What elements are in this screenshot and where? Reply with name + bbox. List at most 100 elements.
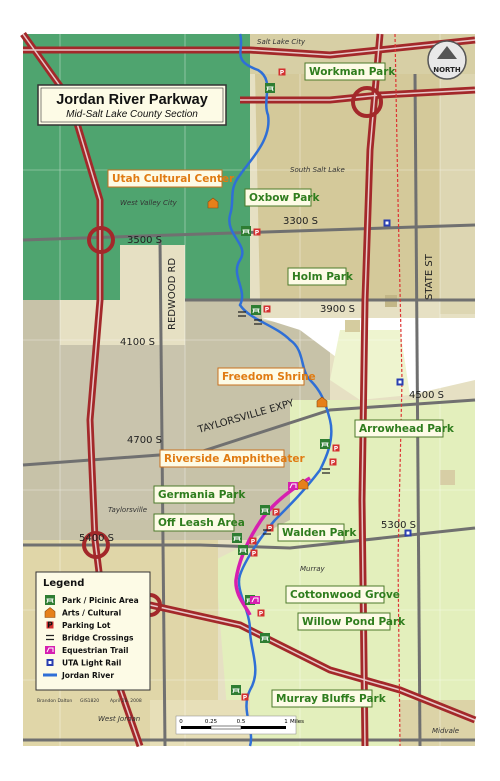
scale-tick-1: 1 (284, 719, 288, 725)
svg-text:P: P (265, 307, 270, 314)
legend-item: Arts / Cultural (44, 607, 121, 618)
park-icon-germania (260, 505, 270, 515)
parking-icon-2: P (253, 228, 261, 237)
parking-icon-10: P (257, 609, 265, 618)
legend-item-label: Bridge Crossings (62, 634, 134, 643)
svg-text:Holm Park: Holm Park (292, 271, 354, 283)
svg-text:P: P (251, 539, 256, 546)
legend-item: UTA Light Rail (46, 659, 121, 668)
svg-text:P: P (259, 611, 264, 618)
svg-text:Walden Park: Walden Park (282, 527, 357, 539)
legend-item: Jordan River (43, 671, 114, 680)
arts-icon-freedom-shrine (316, 396, 328, 408)
city-label-west-jordan: West Jordan (98, 715, 140, 723)
legend-item: Bridge Crossings (46, 634, 134, 643)
legend-item-label: UTA Light Rail (62, 659, 121, 668)
park-labels: Workman Park Oxbow Park Holm Park Arrowh… (153, 62, 455, 708)
park-icon-murray-bluffs (231, 685, 241, 695)
credit: Brandon Dalton GIS1820 April 28, 2008 (37, 698, 142, 704)
legend-item-label: Equestrian Trail (62, 646, 128, 655)
svg-text:P: P (243, 695, 248, 702)
map-title: Jordan River Parkway (56, 92, 208, 108)
road-label-4700: 4700 S (127, 435, 162, 446)
legend-title: Legend (43, 578, 84, 589)
svg-text:Willow Pond Park: Willow Pond Park (302, 616, 406, 628)
park-icon-walden (238, 545, 248, 555)
svg-text:P: P (252, 551, 257, 558)
park-icon-willow (260, 633, 270, 643)
parking-icon-1: P (278, 68, 286, 77)
city-label-south-salt-lake: South Salt Lake (290, 166, 345, 174)
north-arrow: NORTH (427, 40, 467, 80)
legend-item-label: Arts / Cultural (62, 609, 121, 618)
city-label-west-valley: West Valley City (120, 199, 178, 207)
bridge-icon-1 (238, 311, 246, 317)
park-label-cottonwood: Cottonwood Grove (285, 585, 400, 604)
parking-icon-3: P (263, 305, 271, 314)
svg-text:Off Leash Area: Off Leash Area (158, 517, 245, 529)
legend-item-label: Parking Lot (62, 621, 111, 630)
bridge-icon-3 (322, 468, 330, 474)
arts-label-freedom-shrine: Freedom Shrine (217, 367, 316, 386)
city-label-midvale: Midvale (432, 727, 459, 735)
scale-unit: Miles (290, 719, 304, 725)
legend-item-label: Park / Picinic Area (62, 596, 139, 605)
city-label-slc: Salt Lake City (257, 38, 306, 46)
city-label-taylorsville: Taylorsville (108, 506, 147, 514)
park-label-germania: Germania Park (153, 485, 246, 504)
arts-label-utah-cultural: Utah Cultural Center (107, 169, 235, 188)
legend-item: Equestrian Trail (45, 646, 128, 655)
parking-icon-11: P (241, 693, 249, 702)
svg-text:Utah Cultural Center: Utah Cultural Center (112, 173, 235, 185)
scale-tick-05: 0.5 (237, 719, 246, 725)
svg-text:Germania Park: Germania Park (158, 489, 246, 501)
road-label-3500: 3500 S (127, 235, 162, 246)
svg-text:P: P (334, 446, 339, 453)
park-label-workman: Workman Park (304, 62, 396, 81)
title-box: Jordan River Parkway Mid-Salt Lake Count… (37, 84, 227, 126)
parking-icon-4: P (332, 444, 340, 453)
svg-text:Freedom Shrine: Freedom Shrine (222, 371, 316, 383)
arts-icon-utah-cultural (207, 197, 219, 209)
legend-item-label: Jordan River (61, 671, 114, 680)
road-label-state: STATE ST (424, 253, 435, 300)
legend-rail-icon (46, 659, 54, 666)
svg-text:Workman Park: Workman Park (309, 66, 396, 78)
north-label: NORTH (433, 66, 461, 74)
road-label-3300: 3300 S (283, 216, 318, 227)
svg-text:P: P (331, 460, 336, 467)
legend-arts-icon (44, 607, 56, 618)
map-subtitle: Mid-Salt Lake County Section (66, 109, 198, 120)
svg-text:P: P (280, 70, 285, 77)
road-label-redwood: REDWOOD RD (167, 258, 178, 330)
park-label-arrowhead: Arrowhead Park (354, 419, 455, 438)
north-arrow-icon (437, 46, 457, 59)
scale-tick-025: 0.25 (205, 719, 218, 725)
svg-text:April 28, 2008: April 28, 2008 (110, 698, 142, 704)
svg-text:Brandon Dalton: Brandon Dalton (37, 698, 72, 704)
svg-text:Murray Bluffs Park: Murray Bluffs Park (276, 693, 387, 705)
arts-labels: Utah Cultural Center Freedom Shrine Rive… (107, 169, 316, 468)
equestrian-icon-1 (288, 482, 298, 490)
legend-item: P Parking Lot (46, 621, 111, 630)
svg-text:Riverside Amphitheater: Riverside Amphitheater (164, 453, 305, 465)
scale-bar: 0 0.25 0.5 1 Miles (175, 715, 304, 735)
parking-icon-5: P (329, 458, 337, 467)
rail-icon-3 (404, 529, 412, 537)
svg-text:Arrowhead Park: Arrowhead Park (359, 423, 455, 435)
park-label-holm: Holm Park (287, 267, 354, 286)
city-label-murray: Murray (300, 565, 326, 573)
legend-parking-icon: P (46, 621, 54, 630)
rail-icon-1 (383, 219, 391, 227)
park-icon-arrowhead (320, 439, 330, 449)
svg-text:P: P (274, 510, 279, 517)
svg-text:P: P (255, 230, 260, 237)
park-label-willow: Willow Pond Park (297, 612, 406, 631)
road-label-3900: 3900 S (320, 304, 355, 315)
arts-label-riverside: Riverside Amphitheater (159, 449, 305, 468)
svg-text:Oxbow Park: Oxbow Park (249, 192, 320, 204)
park-label-oxbow: Oxbow Park (244, 188, 320, 207)
